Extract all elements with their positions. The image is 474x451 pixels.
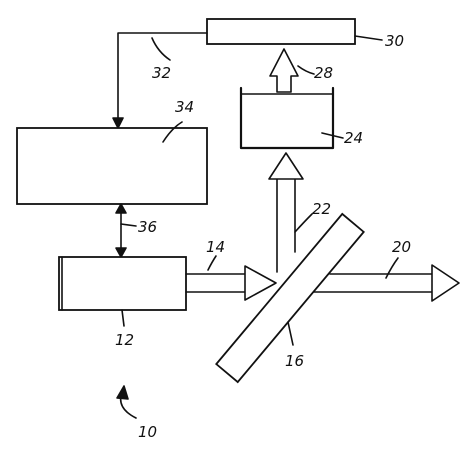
label-22: 22 (312, 200, 331, 218)
feedback-arrowhead (112, 117, 124, 129)
output-arrow-28 (269, 48, 299, 93)
split-beam-arrowhead (268, 152, 304, 180)
leader-16 (287, 321, 294, 346)
system-reference-arrowhead (116, 385, 129, 400)
leader-28 (297, 65, 315, 75)
label-16: 16 (285, 352, 304, 370)
display-bar-30 (206, 18, 356, 45)
leader-34 (162, 121, 183, 143)
label-24: 24 (344, 129, 363, 147)
label-10: 10 (138, 423, 157, 441)
feedback-line-32 (117, 32, 208, 126)
detector-box-24 (239, 86, 335, 150)
leader-14 (207, 255, 217, 271)
leader-20 (385, 257, 399, 279)
leader-32 (151, 37, 171, 61)
label-32: 32 (152, 64, 171, 82)
label-20: 20 (392, 238, 411, 256)
label-30: 30 (385, 32, 404, 50)
leader-36 (120, 223, 137, 227)
controller-box-34 (16, 127, 208, 205)
leader-24 (321, 132, 344, 139)
label-28: 28 (314, 64, 333, 82)
control-link-arrow-down (115, 247, 127, 258)
label-12: 12 (115, 331, 134, 349)
input-beam-arrowhead (244, 265, 277, 301)
output-beam-arrowhead (431, 264, 460, 302)
leader-12 (121, 309, 125, 327)
source-box-12 (58, 256, 187, 311)
label-36: 36 (138, 218, 157, 236)
leader-22 (294, 213, 313, 233)
leader-30 (354, 35, 383, 41)
control-link-arrow-up (115, 203, 127, 214)
label-14: 14 (206, 238, 225, 256)
beam-splitter-16 (215, 212, 365, 384)
label-34: 34 (175, 98, 194, 116)
